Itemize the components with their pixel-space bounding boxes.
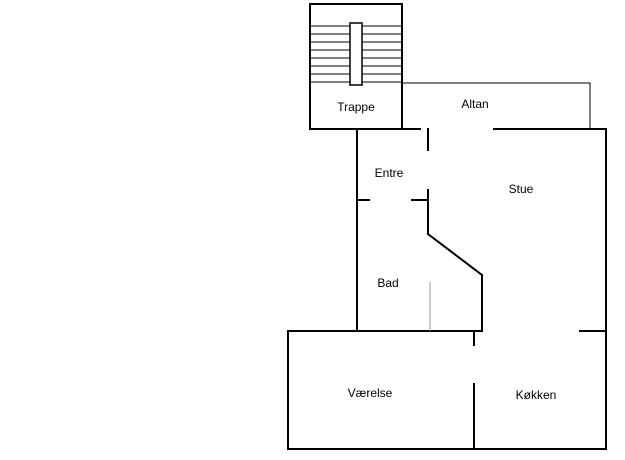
room-label-koekken: Køkken: [516, 388, 557, 402]
room-label-entre: Entre: [375, 166, 404, 180]
room-label-stue: Stue: [509, 182, 534, 196]
room-label-vaerelse: Værelse: [348, 386, 393, 400]
room-label-bad: Bad: [377, 276, 398, 290]
walls: [287, 128, 607, 450]
balcony-railing: [402, 82, 591, 129]
room-label-trappe: Trappe: [337, 100, 375, 114]
room-label-altan: Altan: [461, 97, 488, 111]
stair-handrail: [349, 22, 363, 86]
bath-diagonal-wall: [426, 232, 484, 277]
